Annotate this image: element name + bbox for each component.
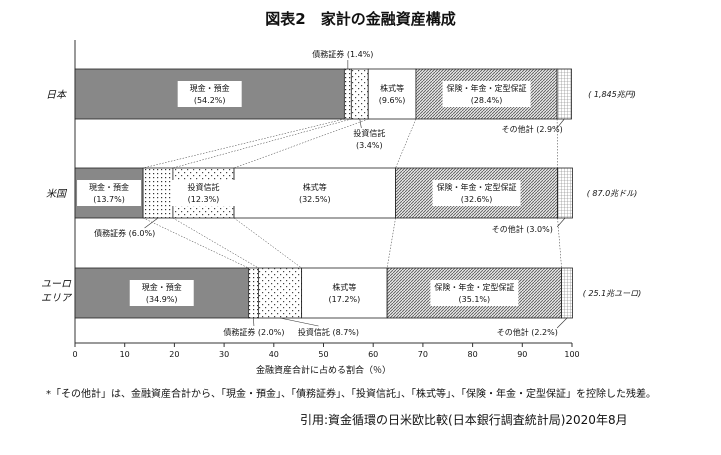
segment-label-insurance: 保険・年金・定型保証(28.4%) (447, 83, 527, 105)
x-tick-label: 20 (169, 350, 179, 359)
x-tick-label: 40 (269, 350, 279, 359)
label-bg (442, 81, 531, 107)
bar-segment-fund (257, 267, 303, 319)
category-labels: 日本 ( 1,845兆円) 米国 ( 87.0兆ドル) ユーロエリア ( 25.1兆ユーロ… (41, 89, 641, 304)
x-tick-label: 60 (368, 350, 378, 359)
bar-segment-fund (350, 68, 369, 120)
category-label: 米国 (46, 188, 68, 200)
x-tick-label: 100 (564, 350, 579, 359)
segment-label-other: その他計 (2.2%) (497, 327, 558, 337)
segment-label-cash: 現金・預金(13.7%) (89, 182, 129, 204)
segment-label-debt: 債務証券 (1.4%) (312, 49, 373, 59)
label-bg (171, 180, 236, 206)
label-bg (177, 81, 242, 107)
callout-line (359, 118, 362, 129)
connector-line (172, 217, 259, 269)
connector-line (557, 217, 562, 269)
connector-line (395, 118, 417, 169)
segment-label-fund: 投資信託(12.3%) (187, 182, 219, 204)
page-title: 図表2 家計の金融資産構成 (265, 10, 456, 28)
x-tick-label: 0 (72, 350, 77, 359)
bar-segment-debt (343, 68, 352, 120)
connector-line (386, 217, 396, 269)
total-label: ( 87.0兆ドル) (587, 189, 638, 198)
segment-label-equity: 株式等(32.5%) (299, 182, 331, 204)
bar-segment-equity (301, 267, 388, 319)
source-note: 引用:資金循環の日米欧比較(日本銀行調査統計局)2020年8月 (300, 413, 628, 427)
total-label: ( 25.1兆ユーロ) (583, 289, 642, 298)
segment-label-other: その他計 (2.9%) (502, 124, 563, 134)
label-bg (129, 280, 194, 306)
x-axis-label: 金融資産合計に占める割合（％） (256, 364, 391, 376)
segment-label-equity: 株式等(17.2%) (329, 282, 361, 304)
label-bg (77, 180, 142, 206)
segment-label-fund: 投資信託(3.4%) (353, 128, 385, 150)
connector-line (233, 217, 302, 269)
bar-segment-other (557, 167, 573, 219)
connector-lines (142, 118, 562, 269)
segment-label-insurance: 保険・年金・定型保証(32.6%) (437, 182, 517, 204)
segment-label-debt: 債務証券 (2.0%) (223, 327, 284, 337)
callout-line (144, 217, 159, 229)
x-tick-label: 50 (318, 350, 328, 359)
category-label: ユーロエリア (41, 279, 73, 304)
label-bg (430, 280, 519, 306)
segment-label-insurance: 保険・年金・定型保証(35.1%) (434, 282, 514, 304)
callout-line (556, 317, 568, 329)
connector-line (172, 118, 352, 169)
x-tick-label: 90 (517, 350, 527, 359)
total-label: ( 1,845兆円) (588, 90, 636, 99)
footnote: *「その他計」は、金融資産合計から、「現金・預金」、「債務証券」、「投資信託」、… (46, 389, 656, 400)
bar-segment-equity (367, 68, 417, 120)
callout-line (279, 317, 319, 327)
segment-label-fund: 投資信託 (8.7%) (298, 327, 359, 337)
segment-label-debt: 債務証券 (6.0%) (94, 228, 155, 238)
callout-line (556, 118, 565, 129)
category-label: 日本 (46, 89, 67, 101)
bar-segment-other (561, 267, 573, 319)
segment-label-other: その他計 (3.0%) (492, 224, 553, 234)
segment-labels: 現金・預金(54.2%) 株式等(9.6%) 保険・年金・定型保証(28.4%) 現金… (77, 49, 568, 337)
bar-segment-equity (233, 167, 396, 219)
bar-segment-other (556, 68, 572, 120)
connector-line (143, 118, 345, 169)
connector-line (233, 118, 369, 169)
x-tick-label: 30 (219, 350, 229, 359)
connector-line (142, 217, 249, 269)
segment-label-cash: 現金・預金(34.9%) (142, 282, 182, 304)
x-tick-label: 80 (468, 350, 478, 359)
label-bg (432, 180, 521, 206)
bar-segment-debt (142, 167, 174, 219)
segment-label-cash: 現金・預金(54.2%) (190, 83, 230, 105)
x-tick-label: 70 (418, 350, 428, 359)
segment-label-equity: 株式等(9.6%) (379, 83, 406, 105)
bar-segment-debt (248, 267, 259, 319)
callout-line (556, 217, 566, 228)
x-tick-label: 10 (120, 350, 130, 359)
